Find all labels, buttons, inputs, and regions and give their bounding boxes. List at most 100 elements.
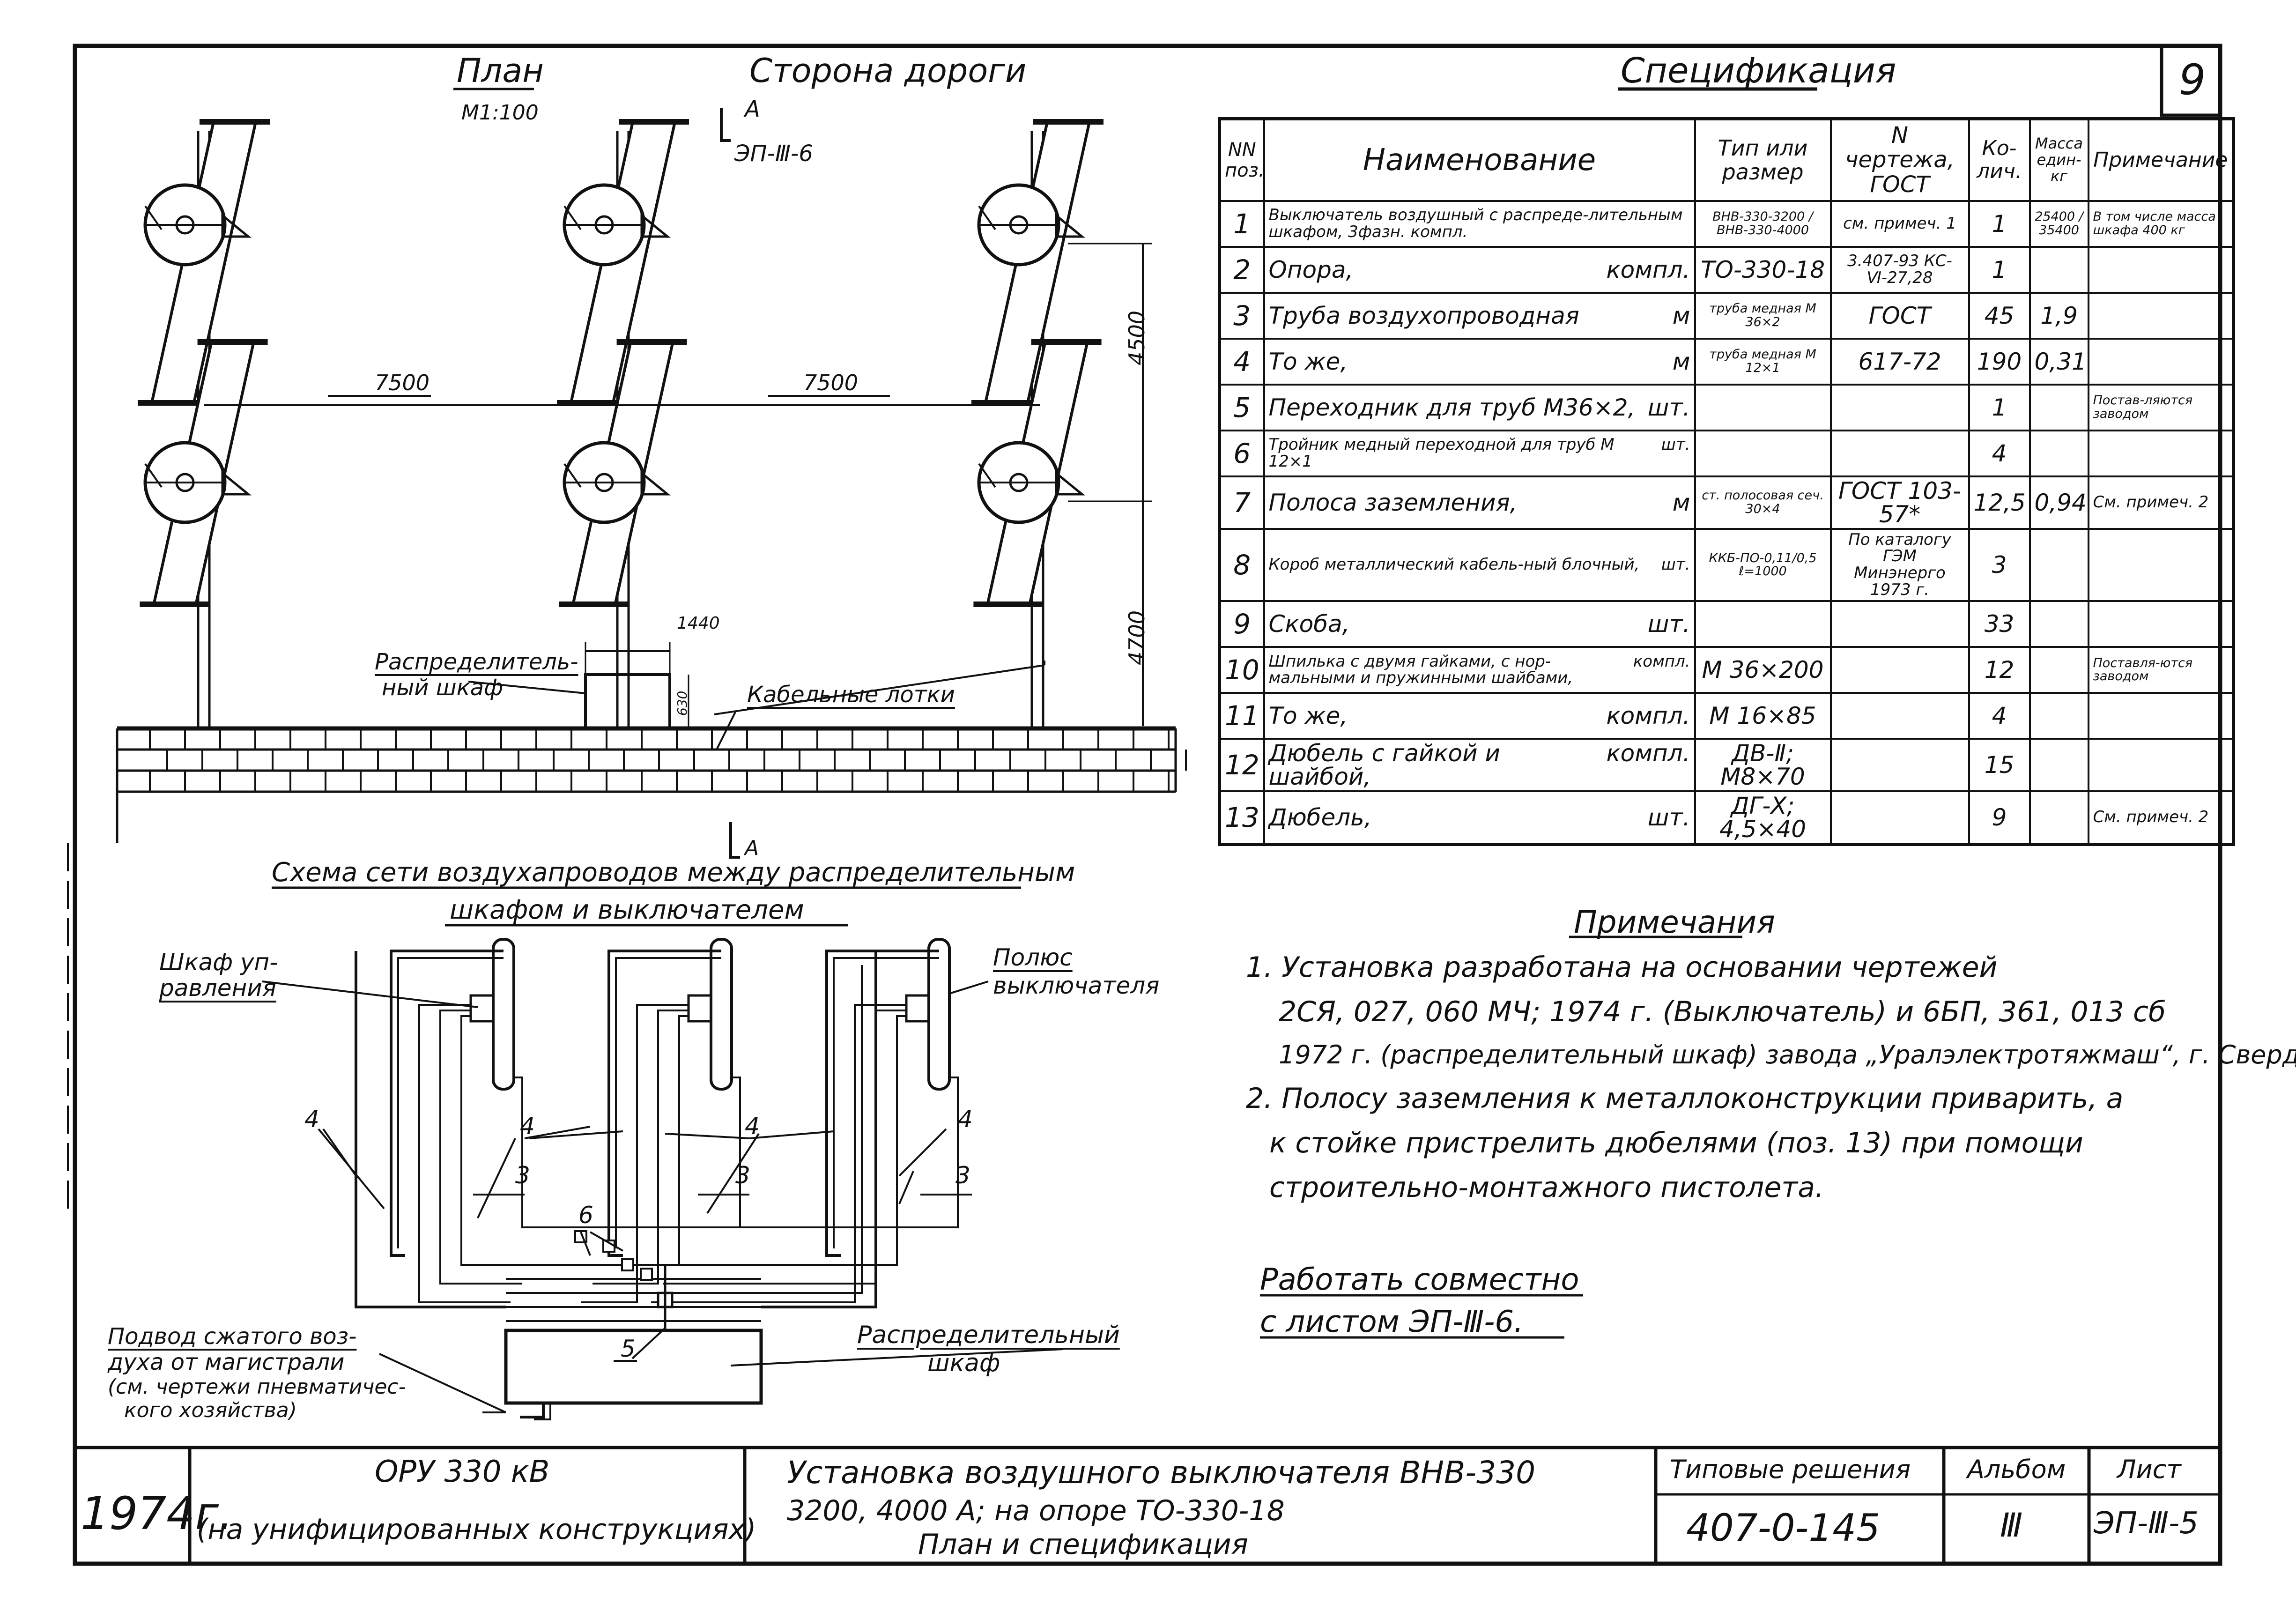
callout-3: 3: [955, 1162, 970, 1189]
header-name: Наименование: [1263, 118, 1696, 202]
spec-cell-name: шт.Скоба,: [1263, 600, 1696, 648]
spec-cell-type: ВНВ-330-3200 / ВНВ-330-4000: [1694, 200, 1832, 248]
spec-cell-num: 12: [1218, 738, 1265, 793]
spec-cell-type: труба медная М 12×1: [1694, 337, 1832, 386]
note-line-5: к стойке пристрелить дюбелями (поз. 13) …: [1269, 1127, 2083, 1159]
spec-item-unit: м: [1672, 348, 1690, 375]
spec-cell-num: 5: [1218, 383, 1265, 431]
spec-item-unit: шт.: [1647, 610, 1690, 638]
air-supply-label-1: Подвод сжатого воз-: [108, 1323, 357, 1350]
spec-item-unit: компл.: [1606, 740, 1690, 767]
spec-cell-drawing: [1829, 600, 1970, 648]
spec-cell-num: 4: [1218, 337, 1265, 386]
scheme-title-2: шкафом и выключателем: [450, 895, 804, 925]
spec-item-name: Переходник для труб М36×2,: [1268, 394, 1636, 421]
spec-cell-drawing: 617-72: [1829, 337, 1970, 386]
note-line-3: 1972 г. (распределительный шкаф) завода …: [1279, 1040, 2296, 1069]
spec-cell-drawing: [1829, 429, 1970, 477]
spec-cell-mass: [2029, 383, 2089, 431]
spec-cell-name: Выключатель воздушный с распреде-лительн…: [1263, 200, 1696, 248]
spec-cell-note: [2087, 337, 2235, 386]
control-cabinet-label-1: Шкаф уп-: [159, 949, 278, 976]
spec-cell-name: шт.Тройник медный переходной для труб М …: [1263, 429, 1696, 477]
callout-6: 6: [578, 1202, 593, 1229]
spec-cell-note: [2087, 692, 2235, 740]
callout-4: 4: [745, 1113, 760, 1140]
header-note: Примечание: [2087, 118, 2235, 202]
callout-4: 4: [520, 1113, 535, 1140]
pole-label-1: Полюс: [993, 944, 1073, 971]
scheme-cabinet: [504, 1329, 763, 1405]
spec-item-name: Полоса заземления,: [1268, 489, 1518, 516]
spec-cell-mass: [2029, 646, 2089, 694]
spec-item-name: Труба воздухопроводная: [1268, 302, 1579, 329]
spec-cell-mass: [2029, 527, 2089, 602]
spec-cell-drawing: [1829, 790, 1970, 846]
spec-cell-type: ДВ-Ⅱ; М8×70: [1694, 738, 1832, 793]
spec-cell-mass: 0,94: [2029, 475, 2089, 530]
tb-year: 1974г.: [81, 1487, 233, 1540]
spec-cell-name: шт.Дюбель,: [1263, 790, 1696, 846]
spec-cell-drawing: см. примеч. 1: [1829, 200, 1970, 248]
spec-cell-mass: 25400 / 35400: [2029, 200, 2089, 248]
spec-cell-type: М 16×85: [1694, 692, 1832, 740]
section-ref: ЭП-Ⅲ-6: [734, 141, 813, 167]
spec-cell-num: 7: [1218, 475, 1265, 530]
air-scheme: [262, 938, 1064, 1420]
spec-cell-num: 11: [1218, 692, 1265, 740]
spec-cell-qty: 4: [1968, 429, 2031, 477]
spec-cell-name: компл.Шпилька с двумя гайками, с нор-мал…: [1263, 646, 1696, 694]
spec-item-unit: компл.: [1606, 256, 1690, 283]
spec-cell-num: 10: [1218, 646, 1265, 694]
spec-cell-drawing: ГОСТ: [1829, 291, 1970, 340]
note-line-2: 2СЯ, 027, 060 МЧ; 1974 г. (Выключатель) …: [1279, 995, 2166, 1028]
dim-span-1: 7500: [375, 370, 430, 395]
spec-cell-mass: 0,31: [2029, 337, 2089, 386]
spec-item-name: Дюбель,: [1268, 804, 1372, 832]
spec-cell-drawing: [1829, 738, 1970, 793]
spec-cell-num: 8: [1218, 527, 1265, 602]
spec-cell-type: [1694, 383, 1832, 431]
spec-cell-mass: [2029, 429, 2089, 477]
spec-item-name: Выключатель воздушный с распреде-лительн…: [1268, 205, 1683, 241]
spec-cell-name: компл.То же,: [1263, 692, 1696, 740]
breaker-pole: [138, 119, 270, 728]
spec-cell-name: компл.Дюбель с гайкой и шайбой,: [1263, 738, 1696, 793]
plan-cabinet-label-2: ный шкаф: [382, 675, 504, 701]
dim-box-height: 630: [674, 691, 690, 716]
spec-cell-mass: [2029, 790, 2089, 846]
spec-item-unit: м: [1672, 302, 1690, 329]
joint-work-2: с листом ЭП-Ⅲ-6.: [1260, 1305, 1524, 1339]
sheet-number: 9: [2179, 55, 2206, 104]
spec-item-name: Тройник медный переходной для труб М 12×…: [1268, 435, 1615, 471]
spec-title: Спецификация: [1621, 51, 1896, 91]
joint-work-1: Работать совместно: [1260, 1262, 1579, 1297]
spec-cell-qty: 3: [1968, 527, 2031, 602]
spec-cell-type: [1694, 429, 1832, 477]
spec-item-unit: шт.: [1661, 555, 1690, 574]
dist-cabinet-label-1: Распределительный: [857, 1321, 1120, 1349]
cable-trays-label: Кабельные лотки: [747, 682, 955, 708]
tb-desc-1: Установка воздушного выключателя ВНВ-330: [787, 1455, 1536, 1491]
spec-cell-note: [2087, 291, 2235, 340]
breaker-pole: [557, 119, 689, 728]
spec-cell-note: Постав-ляются заводом: [2087, 383, 2235, 431]
spec-cell-qty: 12,5: [1968, 475, 2031, 530]
tb-desc-3: План и спецификация: [918, 1528, 1248, 1561]
scheme-pole: [390, 938, 749, 1303]
spec-cell-note: [2087, 738, 2235, 793]
spec-item-name: То же,: [1268, 702, 1348, 730]
spec-item-name: Короб металлический кабель-ный блочный,: [1268, 555, 1640, 574]
callout-3: 3: [735, 1162, 750, 1189]
spec-cell-qty: 12: [1968, 646, 2031, 694]
road-side-label: Сторона дороги: [749, 52, 1027, 90]
callout-5: 5: [621, 1335, 636, 1362]
tb-desc-2: 3200, 4000 А; на опоре ТО-330-18: [787, 1494, 1285, 1527]
